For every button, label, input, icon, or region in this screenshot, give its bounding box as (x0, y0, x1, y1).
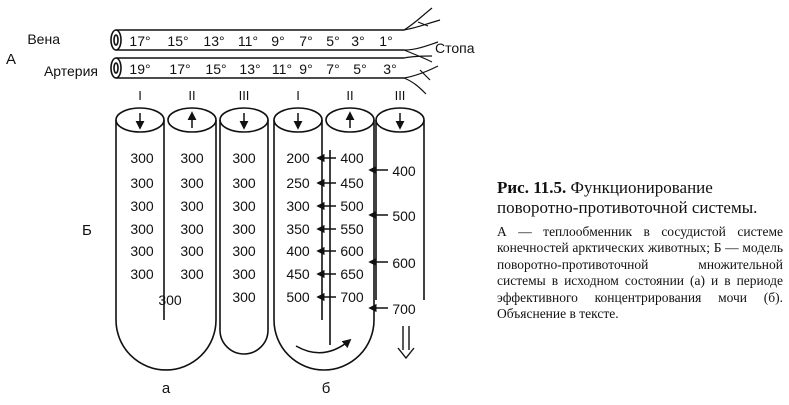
model-a-tube-numeral: III (239, 88, 250, 103)
vein-temp: 11° (238, 33, 258, 49)
model-a-col1-value: 300 (130, 198, 154, 214)
caption-body: А — теплообменник в сосудистой системе к… (497, 224, 783, 322)
model-b-col1-value: 350 (286, 221, 310, 237)
foot-label: Стопа (435, 40, 475, 56)
foot-capillaries (403, 7, 441, 95)
model-b-col2-value: 500 (340, 198, 364, 214)
model-b-col3-value: 400 (392, 163, 416, 179)
model-a-col3-value: 300 (232, 150, 256, 166)
artery-temp: 11° (272, 61, 292, 77)
vein-temp: 1° (379, 33, 392, 49)
model-b-col3-value: 500 (392, 208, 416, 224)
artery-temp: 3° (383, 61, 396, 77)
model-b-flow-arrows (293, 111, 405, 354)
model-b-col2-value: 550 (340, 221, 364, 237)
countercurrent-figure: А Вена Артерия Стопа (6, 7, 475, 397)
caption-title-text: Функционирование поворотно-противоточной… (497, 178, 758, 217)
model-b-col1-value: 250 (286, 175, 310, 191)
model-a-col2-value: 300 (180, 150, 204, 166)
model-b-col1-value: 500 (286, 289, 310, 305)
model-b-col1-value: 300 (286, 198, 310, 214)
artery-temp: 19° (129, 61, 150, 77)
model-a-values: 3003003003003003003003003003003003003003… (130, 150, 256, 308)
model-b-col3-value: 700 (392, 301, 416, 317)
model-b-tube-numeral: I (296, 88, 300, 103)
model-a-col2-value: 300 (180, 266, 204, 282)
model-a-col3-value: 300 (232, 289, 256, 305)
vein-temp: 15° (167, 33, 188, 49)
model-a-col3-value: 300 (232, 243, 256, 259)
model-b-col1-value: 450 (286, 266, 310, 282)
model-a-col3-value: 300 (232, 198, 256, 214)
model-a-col2-value: 300 (180, 198, 204, 214)
model-a-col1-value: 300 (130, 243, 154, 259)
vein-tube (110, 29, 404, 51)
transfer-arrows (316, 153, 388, 313)
model-a-col3-value: 300 (232, 266, 256, 282)
model-a-col2-value: 300 (180, 221, 204, 237)
vein-temp: 3° (351, 33, 364, 49)
model-a-col3-value: 300 (232, 175, 256, 191)
model-b-col2-value: 650 (340, 266, 364, 282)
model-b-col1-value: 200 (286, 150, 310, 166)
model-b-col3-value: 600 (392, 255, 416, 271)
model-b-col2-value: 600 (340, 243, 364, 259)
vein-temp: 17° (129, 33, 150, 49)
artery-temp: 15° (205, 61, 226, 77)
model-b-tubes (273, 107, 425, 371)
model-a-col2-value: 300 (180, 175, 204, 191)
vein-label: Вена (27, 31, 60, 47)
model-b-col2-value: 400 (340, 150, 364, 166)
model-a-col1-value: 300 (130, 266, 154, 282)
vein-temp: 5° (326, 33, 339, 49)
vein-temp: 9° (271, 33, 284, 49)
model-a-tube-numeral: I (138, 88, 142, 103)
artery-label: Артерия (44, 63, 98, 79)
vein-temp: 13° (203, 33, 224, 49)
model-a-tube-numeral: II (188, 88, 195, 103)
figure-caption: Рис. 11.5. Функционирование поворотно-пр… (497, 178, 783, 322)
vein-temperatures: 17° 15° 13° 11° 9° 7° 5° 3° 1° (129, 33, 392, 49)
model-b-tube-numeral: II (346, 88, 353, 103)
model-a-flow-arrows (135, 111, 249, 130)
artery-tube (110, 57, 404, 79)
artery-temp: 13° (239, 61, 260, 77)
model-a-col1-value: 300 (130, 175, 154, 191)
model-a-col1-value: 300 (130, 221, 154, 237)
model-a-col2-value: 300 (180, 243, 204, 259)
model-b-col2-value: 700 (340, 289, 364, 305)
panel-b-letter: Б (82, 222, 92, 239)
panel-a-heat-exchanger: А Вена Артерия Стопа (6, 7, 475, 95)
model-b-tube-numeral: III (395, 88, 406, 103)
artery-temp: 9° (299, 61, 312, 77)
outflow-arrow (397, 326, 415, 360)
model-a-col1-bottom-value: 300 (158, 292, 182, 308)
model-b-col1-value: 400 (286, 243, 310, 259)
model-a-col3-value: 300 (232, 221, 256, 237)
artery-temp: 17° (169, 61, 190, 77)
artery-temperatures: 19° 17° 15° 13° 11° 9° 7° 5° 3° (129, 61, 396, 77)
model-b-values: 200 250 300 350 400 450 500 400 450 500 550 600 650 7… (286, 150, 416, 317)
artery-temp: 7° (326, 61, 339, 77)
model-a-label: а (162, 380, 171, 397)
model-b-col2-value: 450 (340, 175, 364, 191)
model-b-label: б (322, 380, 331, 397)
panel-a-letter: А (6, 51, 16, 68)
model-a-col1-value: 300 (130, 150, 154, 166)
vein-temp: 7° (299, 33, 312, 49)
artery-temp: 5° (353, 61, 366, 77)
model-a-tubes (115, 107, 269, 371)
caption-title: Рис. 11.5. Функционирование поворотно-пр… (497, 178, 783, 218)
caption-figure-number: Рис. 11.5. (497, 178, 567, 197)
